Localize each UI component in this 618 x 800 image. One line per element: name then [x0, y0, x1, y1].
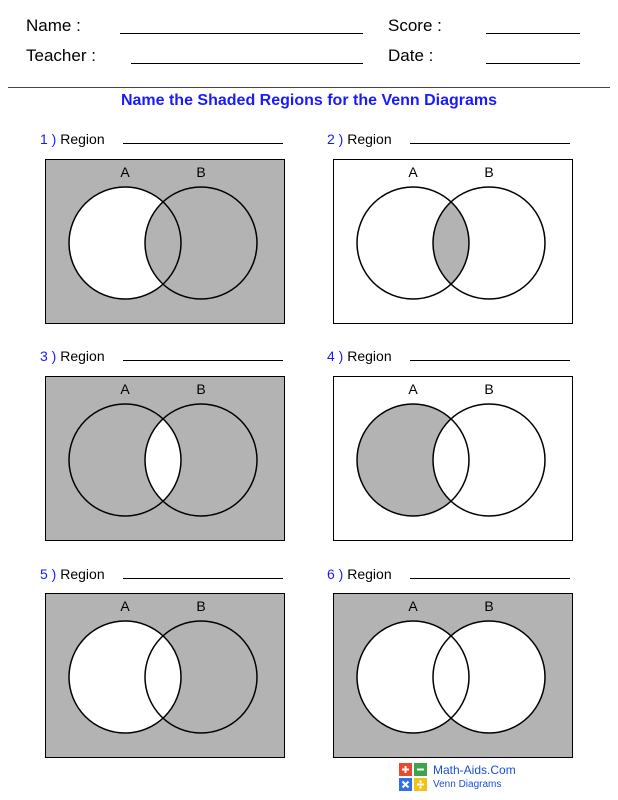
set-a-label: A [408, 598, 418, 614]
circle-a-outline [356, 186, 470, 300]
region-label: Region [347, 566, 392, 582]
score-label: Score : [388, 16, 442, 35]
answer-line[interactable] [409, 350, 570, 361]
universe-border [45, 593, 285, 758]
universe-border [333, 159, 573, 324]
problem-5-label: 5 ) Region [40, 566, 283, 582]
set-b-label: B [484, 381, 493, 397]
problem-number: 6 ) [327, 566, 344, 582]
circle-a-outline [68, 403, 182, 517]
name-label: Name : [26, 16, 81, 35]
universe-border [45, 159, 285, 324]
circle-b-outline [432, 403, 546, 517]
problem-number: 5 ) [40, 566, 57, 582]
circle-b-outline [432, 620, 546, 734]
problem-number: 4 ) [327, 348, 344, 364]
region-label: Region [347, 348, 392, 364]
circle-b-outline [432, 186, 546, 300]
circle-b-outline [144, 620, 258, 734]
date-label: Date : [388, 46, 434, 65]
answer-line[interactable] [122, 568, 283, 579]
circle-b-outline [144, 186, 258, 300]
circle-a-outline [356, 403, 470, 517]
circle-b-outline [144, 403, 258, 517]
answer-line[interactable] [409, 133, 570, 144]
set-b-label: B [484, 164, 493, 180]
logo-site-name[interactable]: Math-Aids.Com [433, 763, 516, 777]
region-label: Region [60, 566, 105, 582]
problem-number: 3 ) [40, 348, 57, 364]
circle-a-outline [356, 620, 470, 734]
problem-2-label: 2 ) Region [327, 131, 570, 147]
universe-border [333, 593, 573, 758]
name-line [120, 33, 363, 34]
circle-a-outline [68, 620, 182, 734]
set-a-label: A [120, 164, 130, 180]
set-b-label: B [196, 164, 205, 180]
set-b-label: B [196, 598, 205, 614]
problem-1-label: 1 ) Region [40, 131, 283, 147]
math-aids-logo: Math-Aids.Com Venn Diagrams [399, 763, 534, 795]
answer-line[interactable] [122, 350, 283, 361]
teacher-label: Teacher : [26, 46, 96, 65]
set-a-label: A [408, 381, 418, 397]
set-a-label: A [408, 164, 418, 180]
problem-3-label: 3 ) Region [40, 348, 283, 364]
logo-subtitle: Venn Diagrams [433, 779, 502, 790]
region-label: Region [347, 131, 392, 147]
problem-number: 2 ) [327, 131, 344, 147]
region-label: Region [60, 131, 105, 147]
worksheet-title: Name the Shaded Regions for the Venn Dia… [120, 92, 498, 109]
universe-border [333, 376, 573, 541]
answer-line[interactable] [122, 133, 283, 144]
score-line [486, 33, 580, 34]
problem-4-label: 4 ) Region [327, 348, 570, 364]
region-label: Region [60, 348, 105, 364]
math-operations-icon [399, 763, 427, 791]
problem-6-label: 6 ) Region [327, 566, 570, 582]
set-b-label: B [196, 381, 205, 397]
universe-border [45, 376, 285, 541]
date-line [486, 63, 580, 64]
circle-a-outline [68, 186, 182, 300]
teacher-line [131, 63, 363, 64]
header-divider [8, 87, 610, 88]
problem-number: 1 ) [40, 131, 57, 147]
answer-line[interactable] [409, 568, 570, 579]
set-a-label: A [120, 381, 130, 397]
set-a-label: A [120, 598, 130, 614]
set-b-label: B [484, 598, 493, 614]
